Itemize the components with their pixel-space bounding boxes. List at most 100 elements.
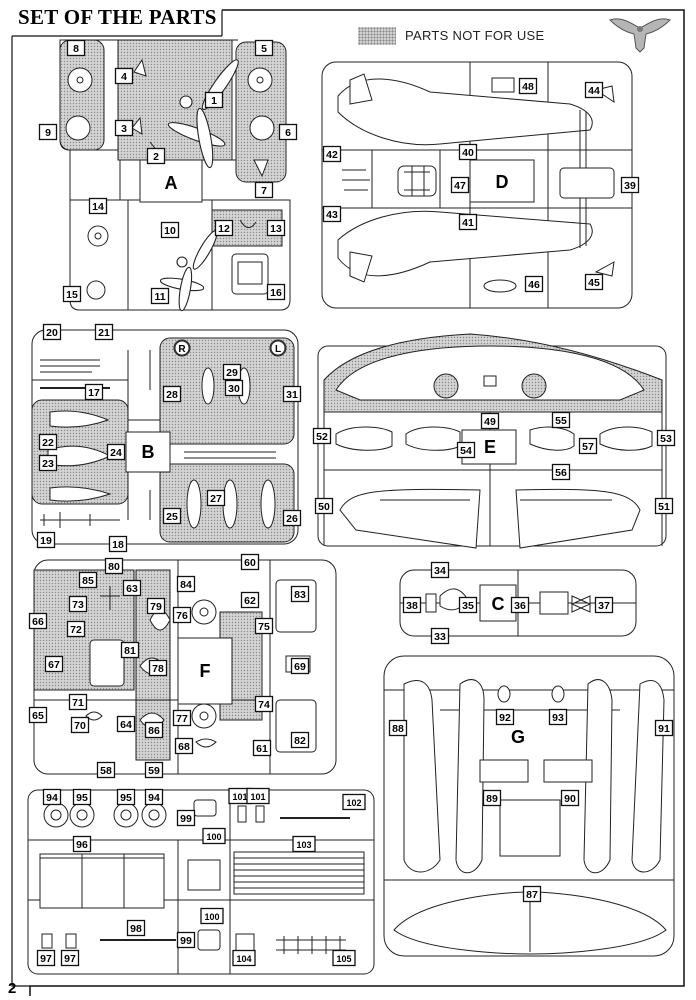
part-callout-45: 45 — [584, 273, 604, 291]
part-callout-68: 68 — [174, 737, 194, 755]
part-callout-25: 25 — [162, 507, 182, 525]
sprue-letter-f: F — [200, 661, 211, 681]
part-callout-14: 14 — [88, 197, 108, 215]
part-callout-11: 11 — [150, 287, 170, 305]
part-callout-19: 19 — [36, 531, 56, 549]
part-callout-7: 7 — [254, 181, 274, 199]
part-number: 94 — [46, 792, 58, 804]
part-callout-84: 84 — [176, 575, 196, 593]
not-for-use-swatch — [358, 27, 396, 45]
side-marker-left: L — [270, 340, 286, 356]
part-callout-91: 91 — [654, 719, 674, 737]
part-number: 97 — [40, 953, 52, 965]
part-number: 56 — [555, 467, 567, 479]
part-callout-33: 33 — [430, 627, 450, 645]
part-callout-79: 79 — [146, 597, 166, 615]
part-number: 79 — [150, 601, 162, 613]
part-callout-58: 58 — [96, 761, 116, 779]
part-callout-98: 98 — [126, 919, 146, 937]
part-callout-95: 95 — [72, 788, 92, 806]
part-number: 74 — [258, 699, 270, 711]
part-callout-49: 49 — [480, 412, 500, 430]
part-callout-21: 21 — [94, 323, 114, 341]
part-callout-50: 50 — [314, 497, 334, 515]
sprue-letter-e: E — [484, 437, 496, 457]
svg-text:L: L — [275, 344, 281, 355]
part-callout-51: 51 — [654, 497, 674, 515]
part-callout-99: 99 — [176, 931, 196, 949]
part-callout-86: 86 — [144, 721, 164, 739]
part-callout-64: 64 — [116, 715, 136, 733]
part-callout-56: 56 — [551, 463, 571, 481]
part-number: 95 — [120, 792, 132, 804]
part-number: 44 — [588, 85, 600, 97]
sprue-letter-c: C — [492, 594, 505, 614]
side-marker-right: R — [174, 340, 190, 356]
part-number: 16 — [270, 287, 282, 299]
part-number: 57 — [582, 441, 594, 453]
part-number: 40 — [462, 147, 474, 159]
part-number: 75 — [258, 621, 270, 633]
part-callout-38: 38 — [402, 596, 422, 614]
part-callout-40: 40 — [458, 143, 478, 161]
part-number: 36 — [514, 600, 526, 612]
part-callout-95: 95 — [116, 788, 136, 806]
part-callout-44: 44 — [584, 81, 604, 99]
part-callout-3: 3 — [114, 119, 134, 137]
part-number: 69 — [294, 661, 306, 673]
page-frame — [29, 9, 685, 996]
part-callout-39: 39 — [620, 176, 640, 194]
part-number: 88 — [392, 723, 404, 735]
part-number: 51 — [658, 501, 670, 513]
part-number: 25 — [166, 511, 178, 523]
part-callout-34: 34 — [430, 561, 450, 579]
part-number: 64 — [120, 719, 132, 731]
part-number: 76 — [176, 610, 188, 622]
part-number: 29 — [226, 367, 238, 379]
part-number: 23 — [42, 458, 54, 470]
part-number: 34 — [434, 565, 446, 577]
part-number: 43 — [326, 209, 338, 221]
part-callout-88: 88 — [388, 719, 408, 737]
part-callout-60: 60 — [240, 553, 260, 571]
part-number: 54 — [460, 445, 472, 457]
part-number: 73 — [72, 599, 84, 611]
part-callout-66: 66 — [28, 612, 48, 630]
part-number: 86 — [148, 725, 160, 737]
part-callout-4: 4 — [114, 67, 134, 85]
sprue-h — [27, 789, 375, 975]
part-callout-81: 81 — [120, 641, 140, 659]
part-callout-47: 47 — [450, 176, 470, 194]
part-callout-100: 100 — [202, 827, 226, 845]
part-number: 2 — [153, 151, 159, 163]
part-number: 65 — [32, 710, 44, 722]
part-number: 63 — [126, 583, 138, 595]
part-number: 94 — [148, 792, 160, 804]
part-number: 71 — [72, 697, 84, 709]
part-number: 82 — [294, 735, 306, 747]
part-callout-103: 103 — [292, 835, 316, 853]
part-callout-15: 15 — [62, 285, 82, 303]
part-callout-46: 46 — [524, 275, 544, 293]
part-callout-9: 9 — [38, 123, 58, 141]
part-number: 4 — [121, 71, 127, 83]
part-number: 66 — [32, 616, 44, 628]
part-number: 99 — [180, 813, 192, 825]
part-callout-59: 59 — [144, 761, 164, 779]
part-callout-65: 65 — [28, 706, 48, 724]
part-callout-52: 52 — [312, 427, 332, 445]
part-callout-12: 12 — [214, 219, 234, 237]
sprue-d — [321, 61, 633, 309]
part-number: 60 — [244, 557, 256, 569]
part-callout-61: 61 — [252, 739, 272, 757]
part-callout-8: 8 — [66, 39, 86, 57]
part-number: 103 — [296, 840, 311, 850]
part-number: 101 — [250, 792, 265, 802]
sprue-e — [317, 333, 667, 549]
part-number: 14 — [92, 201, 104, 213]
part-callout-82: 82 — [290, 731, 310, 749]
part-number: 30 — [228, 383, 240, 395]
part-callout-102: 102 — [342, 793, 366, 811]
